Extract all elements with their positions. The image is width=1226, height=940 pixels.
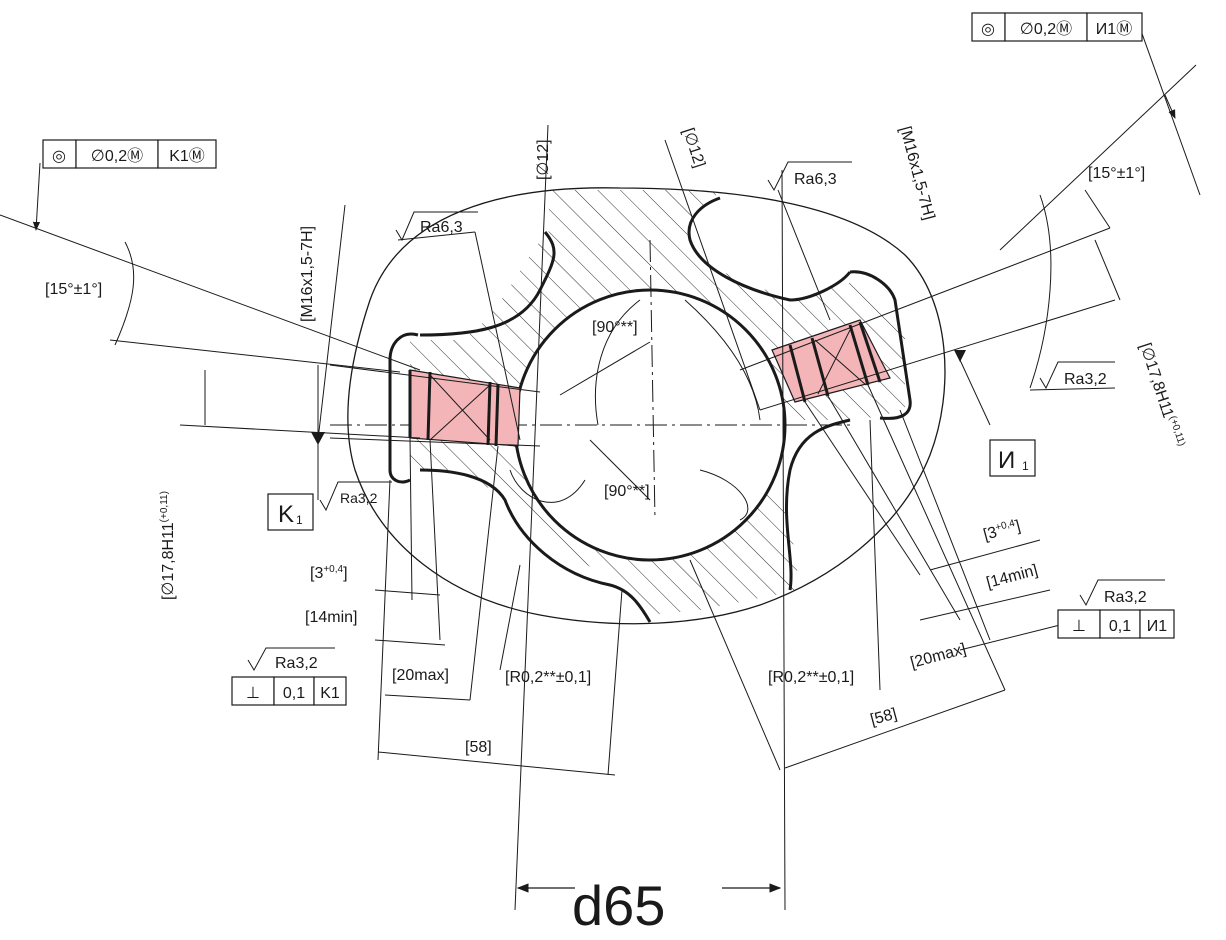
len58-left: [58] [465, 739, 492, 756]
angle90-top: [90°**] [592, 319, 638, 336]
radius-left: [R0,2**±0,1] [505, 669, 591, 686]
ra63-right: Ra6,3 [794, 171, 837, 188]
tolerance-value: ∅0,2Ⓜ [1020, 20, 1072, 38]
right-port [739, 227, 1116, 420]
len58-right: [58] [869, 706, 899, 729]
part-body [330, 187, 946, 625]
left-port [329, 332, 541, 484]
depth3-left-main: [3 [310, 565, 323, 582]
dia12-right: [∅12] [679, 126, 708, 170]
datum-i-sub: 1 [1022, 459, 1029, 473]
depth3-left-end: ] [343, 565, 347, 582]
angle-left: [15°±1°] [45, 281, 102, 298]
ra63-left: Ra6,3 [420, 219, 463, 236]
dia178-right-main: [∅17,8H11 [1136, 341, 1176, 420]
datum-i-letter: И [998, 447, 1015, 474]
dimension-lines [0, 27, 1201, 911]
datum-ref: И1 [1147, 618, 1168, 635]
datum-ref: K1Ⓜ [169, 147, 205, 165]
datum-k-box: K 1 [267, 493, 314, 531]
ra32-k: Ra3,2 [340, 490, 378, 506]
perpendicularity-symbol: ⊥ [1072, 618, 1086, 635]
concentricity-symbol: ◎ [52, 148, 66, 165]
datum-k-sub: 1 [296, 513, 303, 527]
datum-ref: И1Ⓜ [1096, 20, 1132, 38]
ra32-right-frame: Ra3,2 [1104, 589, 1147, 606]
max20-left: [20max] [392, 667, 449, 684]
datum-k-triangle [311, 432, 325, 445]
min14-left: [14min] [305, 609, 357, 626]
dia178-left-main: [∅17,8H11 [160, 522, 177, 600]
dia12-left: [∅12] [535, 139, 552, 180]
thread-left: [M16x1,5-7H] [299, 226, 316, 322]
right-thread-fill [771, 319, 891, 403]
depth3-right-main: [3 [982, 524, 999, 544]
frame-perp-right: ⊥ 0,1 И1 [1057, 609, 1175, 639]
datum-i-box: И 1 [989, 439, 1036, 477]
ra32-left-frame: Ra3,2 [275, 655, 318, 672]
dia178-right-tol: (+0,11) [1167, 415, 1187, 448]
concentricity-symbol: ◎ [981, 21, 995, 38]
angle90-bottom: [90°**] [604, 483, 650, 500]
vertical-centerline [649, 239, 656, 521]
radius-right: [R0,2**±0,1] [768, 669, 854, 686]
frame-perp-left: ⊥ 0,1 K1 [231, 676, 347, 706]
max20-right: [20max] [909, 641, 968, 672]
depth3-right-tol: +0,4 [994, 518, 1016, 534]
datum-k-letter: K [278, 501, 294, 528]
dia178-right: [∅17,8H11(+0,11) [1136, 341, 1187, 450]
angle-right: [15°±1°] [1088, 165, 1145, 182]
datum-ref: K1 [320, 685, 340, 702]
depth3-right-end: ] [1014, 518, 1023, 536]
tolerance-value: ∅0,2Ⓜ [91, 147, 143, 165]
tolerance-value: 0,1 [1109, 618, 1131, 635]
dia178-left-tol: (+0,11) [159, 491, 170, 522]
depth3-right: [3+0,4] [981, 517, 1022, 544]
frame-left: ◎ ∅0,2Ⓜ K1Ⓜ [42, 139, 217, 169]
datum-i-triangle [954, 350, 966, 362]
d65-label: d65 [572, 874, 665, 937]
perpendicularity-symbol: ⊥ [246, 685, 260, 702]
depth3-left: [3+0,4] [310, 564, 348, 582]
roughness-symbols: Ra6,3 Ra6,3 Ra3,2 Ra3,2 Ra3,2 Ra3,2 [247, 161, 1165, 672]
min14-right: [14min] [985, 562, 1040, 592]
ra32-right-mid: Ra3,2 [1064, 371, 1107, 388]
tolerance-value: 0,1 [283, 685, 305, 702]
frame-top-right: ◎ ∅0,2Ⓜ И1Ⓜ [971, 12, 1143, 42]
thread-right: [M16x1,5-7H] [896, 125, 937, 222]
depth3-left-tol: +0,4 [323, 564, 343, 575]
dia178-left: [∅17,8H11(+0,11) [159, 491, 177, 600]
